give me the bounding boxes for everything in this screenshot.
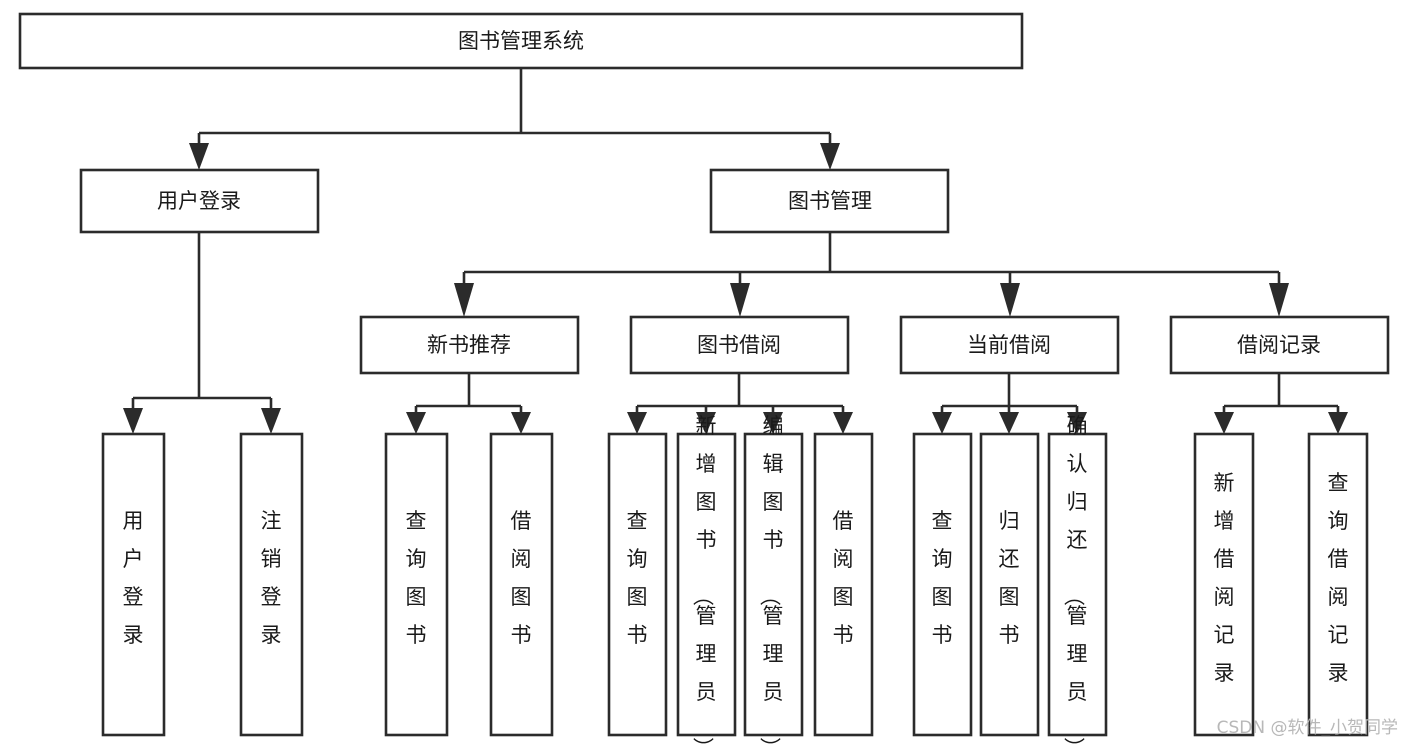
arrowhead-book-borrow <box>730 283 750 317</box>
node-book-management-box[interactable] <box>709 168 950 234</box>
node-current-borrow-label: 当前借阅 <box>967 333 1051 357</box>
node-current-borrow[interactable]: 当前借阅 <box>899 315 1120 375</box>
arrowhead-leaf-logout-login <box>261 408 281 434</box>
node-leaf-query-book-1[interactable]: 查询图书 <box>384 432 449 737</box>
node-new-book-recommend-label: 新书推荐 <box>427 333 511 357</box>
node-leaf-return-book-label: 归还图书 <box>999 509 1020 647</box>
node-leaf-query-book-3[interactable]: 查询图书 <box>912 432 973 737</box>
node-book-borrow-box[interactable] <box>629 315 850 375</box>
arrowhead-user-login <box>189 143 209 170</box>
node-book-borrow[interactable]: 图书借阅 <box>629 315 850 375</box>
node-root-label: 图书管理系统 <box>458 29 584 53</box>
node-leaf-edit-book-admin[interactable]: 编辑图书（管理员） <box>743 414 804 747</box>
node-leaf-add-book-admin-label: 新增图书（管理员） <box>691 414 717 747</box>
node-leaf-user-login[interactable]: 用户登录 <box>101 432 166 737</box>
watermark-label: CSDN @软件_小贺同学 <box>1217 718 1398 738</box>
node-leaf-add-borrow-record-label: 新增借阅记录 <box>1214 471 1235 685</box>
node-leaf-add-book-admin-box[interactable] <box>676 432 737 737</box>
arrowhead-leaf-query-book-3 <box>932 412 952 434</box>
node-leaf-query-book-1-label: 查询图书 <box>406 509 427 647</box>
node-leaf-logout-login-box[interactable] <box>239 432 304 737</box>
node-leaf-add-book-admin[interactable]: 新增图书（管理员） <box>676 414 737 747</box>
node-book-management-label: 图书管理 <box>788 189 872 213</box>
node-leaf-query-book-3-box[interactable] <box>912 432 973 737</box>
node-root[interactable]: 图书管理系统 <box>18 12 1024 70</box>
node-root-box[interactable] <box>18 12 1024 70</box>
node-leaf-add-borrow-record[interactable]: 新增借阅记录 <box>1193 432 1255 737</box>
node-leaf-user-login-label: 用户登录 <box>123 509 144 647</box>
node-leaf-borrow-book-2-label: 借阅图书 <box>833 509 854 647</box>
node-leaf-query-book-3-label: 查询图书 <box>932 509 953 647</box>
node-leaf-borrow-book-2[interactable]: 借阅图书 <box>813 432 874 737</box>
node-leaf-query-borrow-record[interactable]: 查询借阅记录 <box>1307 432 1369 737</box>
node-leaf-borrow-book-1-label: 借阅图书 <box>511 509 532 647</box>
arrowhead-leaf-add-borrow-record <box>1214 412 1234 434</box>
connectors-layer <box>123 68 1348 434</box>
node-book-borrow-label: 图书借阅 <box>697 333 781 357</box>
node-leaf-borrow-book-2-box[interactable] <box>813 432 874 737</box>
node-leaf-confirm-return-admin-label: 确认归还（管理员） <box>1062 414 1088 747</box>
node-leaf-query-borrow-record-label: 查询借阅记录 <box>1328 471 1349 685</box>
node-leaf-query-borrow-record-box[interactable] <box>1307 432 1369 737</box>
arrowhead-leaf-confirm-return-admin <box>1067 412 1087 434</box>
arrowhead-leaf-edit-book-admin <box>763 412 783 434</box>
node-leaf-return-book-box[interactable] <box>979 432 1040 737</box>
node-user-login-box[interactable] <box>79 168 320 234</box>
arrowhead-leaf-add-book-admin <box>696 412 716 434</box>
node-borrow-record-box[interactable] <box>1169 315 1390 375</box>
arrowhead-book-management <box>820 143 840 170</box>
node-leaf-edit-book-admin-label: 编辑图书（管理员） <box>758 414 784 747</box>
node-leaf-edit-book-admin-box[interactable] <box>743 432 804 737</box>
arrowhead-current-borrow <box>1000 283 1020 317</box>
arrowhead-leaf-return-book <box>999 412 1019 434</box>
node-leaf-borrow-book-1[interactable]: 借阅图书 <box>489 432 554 737</box>
node-book-management[interactable]: 图书管理 <box>709 168 950 234</box>
node-leaf-logout-login[interactable]: 注销登录 <box>239 432 304 737</box>
node-borrow-record-label: 借阅记录 <box>1237 333 1321 357</box>
arrowhead-leaf-borrow-book-2 <box>833 412 853 434</box>
node-leaf-return-book[interactable]: 归还图书 <box>979 432 1040 737</box>
node-new-book-recommend-box[interactable] <box>359 315 580 375</box>
arrowhead-leaf-user-login <box>123 408 143 434</box>
arrowhead-borrow-record <box>1269 283 1289 317</box>
node-user-login[interactable]: 用户登录 <box>79 168 320 234</box>
node-leaf-query-book-2[interactable]: 查询图书 <box>607 432 668 737</box>
node-leaf-query-book-1-box[interactable] <box>384 432 449 737</box>
node-leaf-confirm-return-admin[interactable]: 确认归还（管理员） <box>1047 414 1108 747</box>
arrowhead-leaf-borrow-book-1 <box>511 412 531 434</box>
arrowhead-leaf-query-borrow-record <box>1328 412 1348 434</box>
node-leaf-logout-login-label: 注销登录 <box>261 509 282 647</box>
node-leaf-user-login-box[interactable] <box>101 432 166 737</box>
node-new-book-recommend[interactable]: 新书推荐 <box>359 315 580 375</box>
node-leaf-confirm-return-admin-box[interactable] <box>1047 432 1108 737</box>
arrowhead-new-book-recommend <box>454 283 474 317</box>
node-current-borrow-box[interactable] <box>899 315 1120 375</box>
node-borrow-record[interactable]: 借阅记录 <box>1169 315 1390 375</box>
node-leaf-borrow-book-1-box[interactable] <box>489 432 554 737</box>
arrowhead-leaf-query-book-1 <box>406 412 426 434</box>
node-leaf-query-book-2-label: 查询图书 <box>627 509 648 647</box>
arrowhead-leaf-query-book-2 <box>627 412 647 434</box>
node-leaf-add-borrow-record-box[interactable] <box>1193 432 1255 737</box>
node-user-login-label: 用户登录 <box>157 189 241 213</box>
node-leaf-query-book-2-box[interactable] <box>607 432 668 737</box>
